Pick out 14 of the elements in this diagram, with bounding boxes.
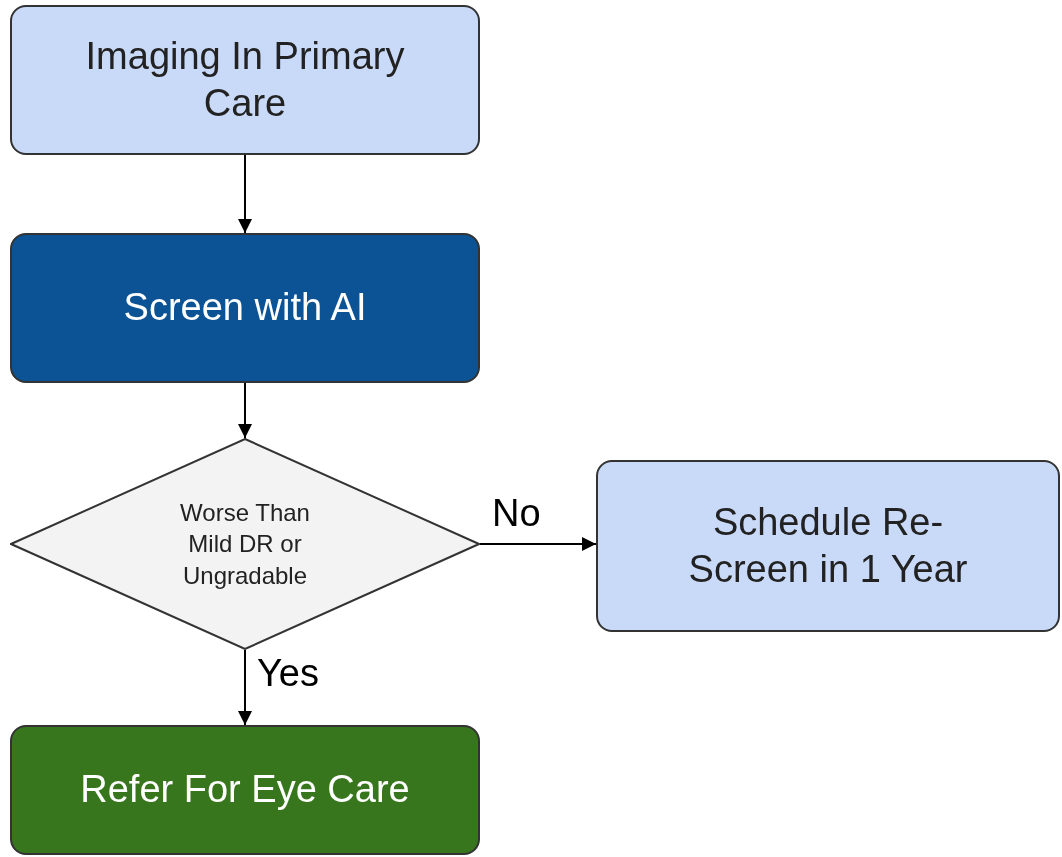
arrow bbox=[238, 382, 252, 439]
node-text: Imaging In Primary Care bbox=[84, 33, 406, 126]
arrow bbox=[479, 537, 597, 551]
node-text: Schedule Re-Screen in 1 Year bbox=[687, 499, 969, 592]
node-text: Screen with AI bbox=[123, 285, 367, 331]
arrow bbox=[238, 154, 252, 234]
arrow bbox=[238, 649, 252, 726]
process-box bbox=[10, 725, 480, 855]
decision-diamond bbox=[10, 438, 480, 650]
node-text: Refer For Eye Care bbox=[80, 767, 410, 813]
node-text: Worse Than Mild DR or Ungradable bbox=[179, 498, 311, 591]
process-box bbox=[596, 460, 1060, 632]
process-box bbox=[10, 233, 480, 383]
process-box bbox=[10, 5, 480, 155]
